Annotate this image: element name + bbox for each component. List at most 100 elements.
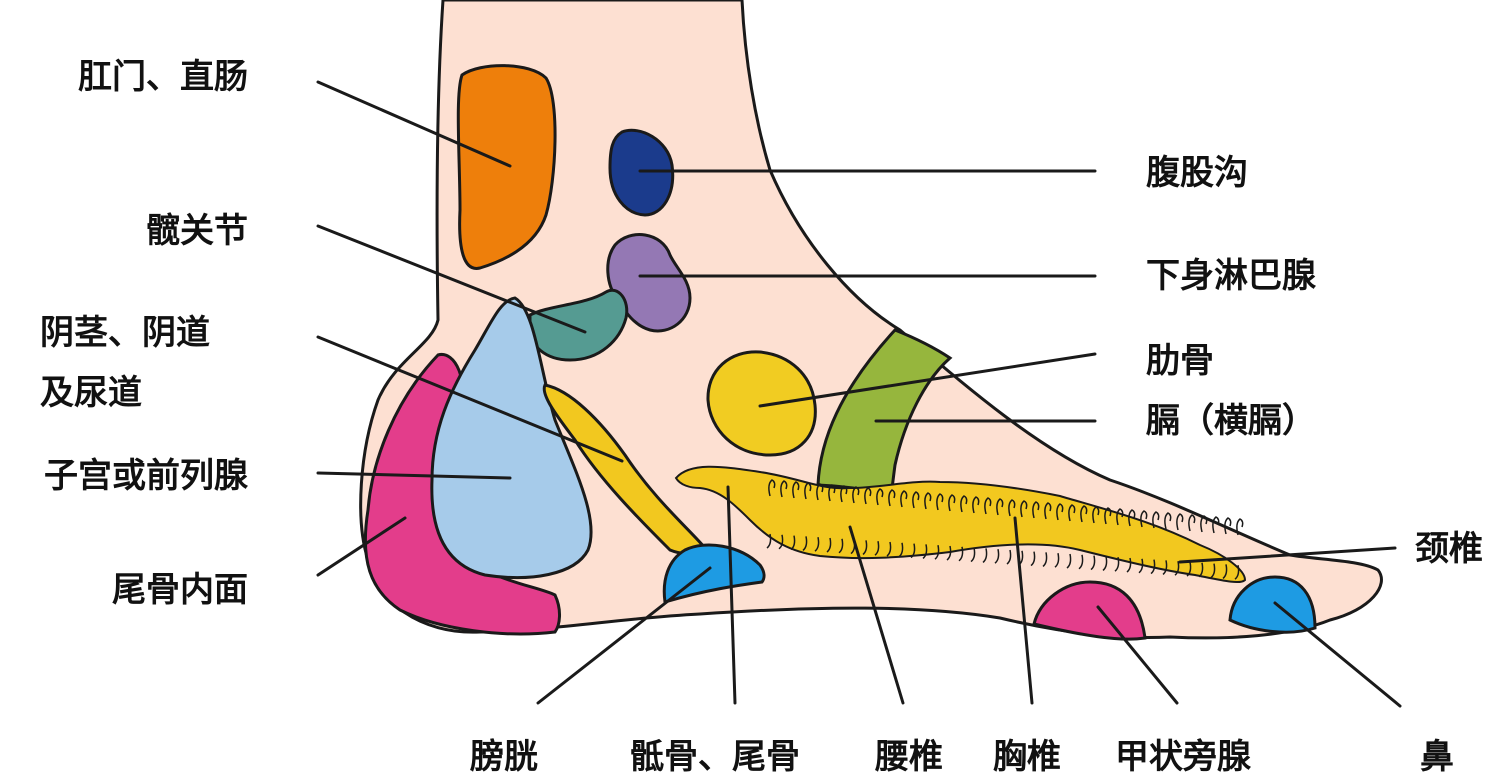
spine-tooth	[1092, 506, 1100, 524]
spine-tooth	[1126, 557, 1132, 573]
thyroid-zone	[1032, 580, 1147, 641]
leader-thyroid	[1096, 605, 1179, 705]
spine-tooth	[1174, 561, 1180, 576]
spine-tooth	[922, 544, 928, 559]
spine-tooth	[1080, 505, 1088, 523]
label-ribs: 肋骨	[1146, 341, 1214, 381]
spine-tooth	[1054, 553, 1060, 568]
spine-tooth	[1090, 555, 1096, 571]
leader-rectum	[316, 80, 512, 168]
spine-tooth	[1114, 557, 1120, 572]
spine-tooth	[888, 489, 896, 507]
spine-tooth	[792, 481, 800, 499]
spine-tooth	[1162, 560, 1168, 575]
leader-nose	[1273, 601, 1402, 708]
spine-tooth	[972, 496, 980, 514]
label-thyroid: 甲状旁腺	[1115, 737, 1251, 777]
groin-zone	[608, 128, 675, 217]
hip-zone	[528, 288, 629, 362]
spine-tooth	[898, 542, 904, 558]
leader-hip	[316, 224, 587, 334]
spine-tooth	[948, 494, 956, 512]
spine-tooth	[768, 479, 776, 497]
spine-tooth	[874, 541, 880, 556]
spine-tooth	[936, 493, 944, 511]
spine-tooth	[1188, 514, 1196, 532]
leader-genital	[316, 335, 624, 463]
spine-tooth	[1198, 562, 1204, 578]
spine-tooth	[864, 487, 872, 505]
spine-tooth	[994, 549, 1000, 564]
spine-tooth	[1068, 504, 1076, 522]
spine-tooth	[1042, 552, 1048, 567]
spine-tooth	[1152, 511, 1160, 529]
spine-tooth	[1138, 558, 1144, 574]
spine-tooth	[934, 545, 940, 560]
leader-lumbar	[848, 525, 905, 705]
label-genital-line2: 及尿道	[40, 373, 142, 413]
leader-coccyx	[316, 516, 407, 577]
spine-tooth	[1030, 551, 1036, 567]
leader-ribs	[758, 352, 1097, 408]
spine-tooth	[984, 497, 992, 515]
spine-tooth	[1224, 517, 1232, 535]
label-uterus: 子宫或前列腺	[44, 456, 248, 496]
spine-tooth	[852, 486, 860, 504]
spine-teeth	[766, 479, 1244, 580]
leader-uterus	[316, 471, 512, 480]
spine-tooth	[840, 485, 848, 503]
spine-tooth	[958, 546, 964, 562]
rectum-zone	[456, 64, 557, 270]
label-groin: 腹股沟	[1146, 153, 1248, 193]
spine-tooth	[790, 535, 796, 551]
label-hip: 髋关节	[146, 211, 248, 251]
spine-tooth	[982, 548, 988, 563]
spine-tooth	[1020, 500, 1028, 518]
leader-lines	[316, 80, 1402, 708]
label-nose: 鼻	[1420, 737, 1454, 777]
spine-zone	[674, 465, 1247, 584]
genital-zone	[430, 296, 593, 580]
spine-tooth	[910, 543, 916, 559]
spine-tooth	[838, 538, 844, 554]
spine-tooth	[1078, 554, 1084, 570]
spine-tooth	[1140, 510, 1148, 528]
spine-tooth	[1102, 556, 1108, 571]
spine-tooth	[816, 483, 824, 501]
spine-tooth	[876, 488, 884, 506]
spine-tooth	[1176, 513, 1184, 531]
label-cervical: 颈椎	[1415, 529, 1483, 569]
spine-tooth	[1210, 563, 1216, 579]
spine-tooth	[1128, 509, 1136, 527]
label-sacrum: 骶骨、尾骨	[630, 737, 800, 777]
spine-tooth	[1234, 565, 1240, 580]
spine-tooth	[826, 537, 832, 553]
spine-tooth	[780, 480, 788, 498]
label-thoracic: 胸椎	[993, 737, 1061, 777]
spine-tooth	[924, 492, 932, 510]
spine-tooth	[996, 498, 1004, 516]
label-lymph: 下身淋巴腺	[1146, 256, 1316, 296]
spine-tooth	[1236, 518, 1244, 536]
spine-tooth	[1104, 507, 1112, 525]
spine-tooth	[1150, 559, 1156, 575]
spine-tooth	[766, 533, 772, 549]
spine-tooth	[802, 536, 808, 551]
spine-tooth	[970, 547, 976, 563]
spine-tooth	[814, 537, 820, 552]
label-bladder: 膀胱	[470, 737, 538, 777]
spine-tooth	[946, 545, 952, 561]
spine-tooth	[1006, 549, 1012, 565]
label-coccyx-inner: 尾骨内面	[112, 570, 248, 610]
spine-tooth	[778, 534, 784, 550]
spine-tooth	[912, 491, 920, 509]
bladder-zone	[662, 543, 766, 604]
spine-tooth	[960, 495, 968, 513]
leader-cervical	[1178, 546, 1397, 564]
spine-tooth	[886, 541, 892, 557]
spine-tooth	[1212, 516, 1220, 534]
spine-tooth	[1066, 553, 1072, 569]
spine-tooth	[1044, 502, 1052, 520]
